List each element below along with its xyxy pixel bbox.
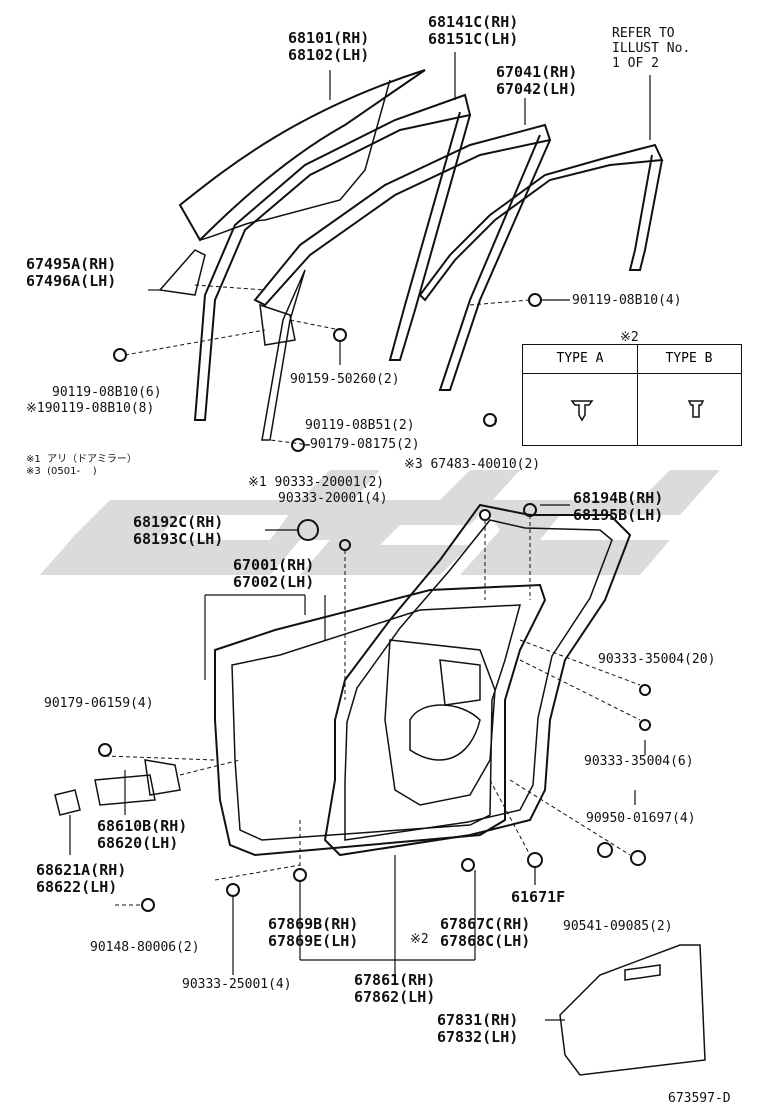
label-90333-35004-20: 90333-35004(20): [598, 652, 716, 667]
door-weatherstrip: [323, 503, 632, 857]
label-67483: ※3 67483-40010(2): [404, 457, 541, 472]
door-trim-board: [559, 944, 706, 1076]
corner-piece: [158, 249, 206, 296]
label-68610b: 68610B(RH): [97, 817, 188, 835]
refer-note-3: 1 OF 2: [612, 56, 659, 71]
glass-run-channel: [193, 93, 472, 421]
label-90950: 90950-01697(4): [586, 811, 696, 826]
label-68101: 68101(RH): [288, 29, 370, 47]
glass-run-ref: [418, 143, 664, 302]
label-68193c: 68193C(LH): [133, 530, 224, 548]
label-67862: 67862(LH): [354, 988, 436, 1006]
clip-90148: [141, 898, 155, 912]
clip-90179: [98, 743, 112, 757]
label-67861: 67861(RH): [354, 971, 436, 989]
door-hinge: [94, 774, 156, 806]
division-bar: [253, 123, 552, 307]
label-90119-8: ※190119-08B10(8): [26, 401, 155, 416]
label-61671f: 61671F: [511, 888, 566, 906]
label-90179-08175: 90179-08175(2): [310, 437, 420, 452]
label-90119-b51: 90119-08B51(2): [305, 418, 415, 433]
bolt-90119-b: [528, 293, 542, 307]
label-67869e: 67869E(LH): [268, 932, 359, 950]
clip-90333-c: [639, 719, 651, 731]
label-68622: 68622(LH): [36, 878, 118, 896]
refer-note-1: REFER TO: [612, 26, 675, 41]
bolt-90179: [291, 438, 305, 452]
label-90333-35004-6: 90333-35004(6): [584, 754, 694, 769]
label-67041: 67041(RH): [496, 63, 578, 81]
bolt-90119-a: [113, 348, 127, 362]
watermark-logo: [40, 470, 720, 575]
label-67869b: 67869B(RH): [268, 915, 359, 933]
label-90159: 90159-50260(2): [290, 372, 400, 387]
hinge-bracket: [54, 789, 81, 816]
window-regulator: [259, 303, 296, 346]
label-68151c: 68151C(LH): [428, 30, 519, 48]
type-ref-note: ※2: [620, 330, 639, 345]
diagram-id: 673597-D: [668, 1091, 731, 1106]
door-glass: [178, 69, 426, 242]
label-68192c: 68192C(RH): [133, 513, 224, 531]
label-90333-20001-b: 90333-20001(4): [278, 491, 388, 506]
label-68102: 68102(LH): [288, 46, 370, 64]
label-67002: 67002(LH): [233, 573, 315, 591]
clip-67483: [479, 509, 491, 521]
label-90333-25001: 90333-25001(4): [182, 977, 292, 992]
label-90119-4: 90119-08B10(4): [572, 293, 682, 308]
type-b-header: TYPE B: [637, 345, 741, 374]
label-68195b: 68195B(LH): [573, 506, 664, 524]
type-b-clip-icon: [687, 400, 705, 418]
label-67001: 67001(RH): [233, 556, 315, 574]
clip-type-table: TYPE A TYPE B: [522, 344, 742, 446]
label-90541: 90541-09085(2): [563, 919, 673, 934]
label-67495a: 67495A(RH): [26, 255, 117, 273]
clip-67867: [461, 858, 475, 872]
label-67496a: 67496A(LH): [26, 272, 117, 290]
label-68141c: 68141C(RH): [428, 13, 519, 31]
label-90179-06159: 90179-06159(4): [44, 696, 154, 711]
label-67867c: 67867C(RH): [440, 915, 531, 933]
label-67867-ref: ※2: [410, 932, 429, 947]
door-shell: [214, 583, 547, 857]
note-3: ※3 (0501- ): [26, 466, 97, 477]
note-1: ※1 アリ（ドアミラー）: [26, 454, 137, 465]
type-a-clip-icon: [570, 400, 594, 422]
label-67831: 67831(RH): [437, 1011, 519, 1029]
type-a-header: TYPE A: [523, 345, 637, 374]
clip-90333-b: [639, 684, 651, 696]
clip-90541: [597, 842, 613, 858]
bolt-90119-c: [483, 413, 497, 427]
bolt-90159: [333, 328, 347, 342]
label-68620: 68620(LH): [97, 834, 179, 852]
clip-90950: [630, 850, 646, 866]
label-67868c: 67868C(LH): [440, 932, 531, 950]
label-67832: 67832(LH): [437, 1028, 519, 1046]
clip-61671: [527, 852, 543, 868]
label-90119-6: 90119-08B10(6): [52, 385, 162, 400]
label-90333-20001-a: ※1 90333-20001(2): [248, 475, 385, 490]
label-68194b: 68194B(RH): [573, 489, 664, 507]
refer-note-2: ILLUST No.: [612, 41, 691, 56]
clip-90333-d: [226, 883, 240, 897]
label-67042: 67042(LH): [496, 80, 578, 98]
label-68621a: 68621A(RH): [36, 861, 127, 879]
clip-67869: [293, 868, 307, 882]
label-90148: 90148-80006(2): [90, 940, 200, 955]
